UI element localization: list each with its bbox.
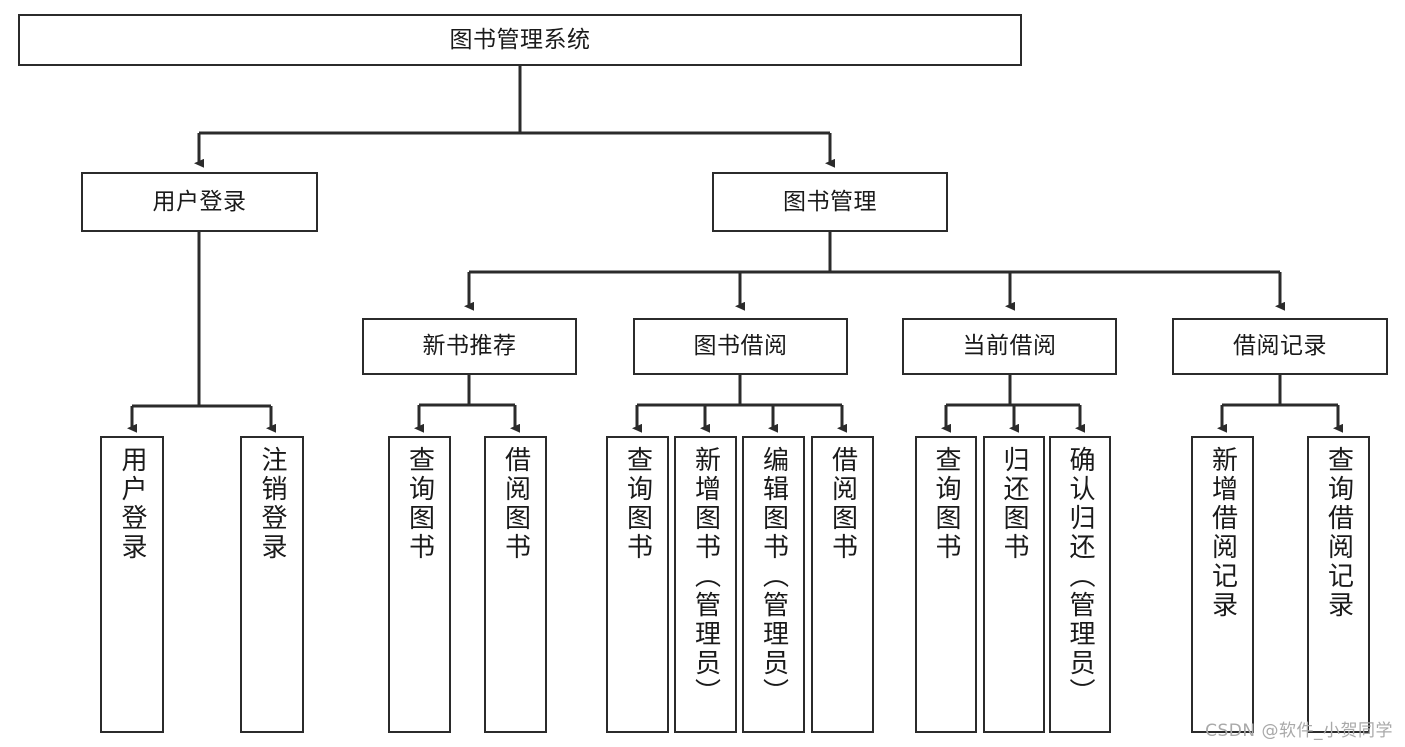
- node-label: 查询图书: [931, 446, 961, 562]
- node-label: 图书借阅: [693, 333, 788, 360]
- node-label: 新增图书（管理员）: [690, 446, 721, 707]
- node-root-book-management-system[interactable]: 图书管理系统: [18, 14, 1022, 66]
- node-label: 查询借阅记录: [1323, 446, 1354, 620]
- node-label: 借阅图书: [500, 446, 531, 562]
- leaf-query-book-borrow[interactable]: 查询图书: [606, 436, 669, 733]
- node-label: 借阅图书: [827, 446, 858, 562]
- leaf-query-book-recommend[interactable]: 查询图书: [388, 436, 451, 733]
- node-label: 新书推荐: [422, 333, 517, 360]
- node-label: 查询图书: [622, 446, 653, 562]
- node-book-management[interactable]: 图书管理: [712, 172, 948, 232]
- leaf-edit-book-admin[interactable]: 编辑图书（管理员）: [742, 436, 805, 733]
- leaf-logout-login[interactable]: 注销登录: [240, 436, 304, 733]
- node-label: 用户登录: [117, 446, 147, 562]
- node-label: 图书管理系统: [449, 26, 591, 53]
- node-book-borrow[interactable]: 图书借阅: [633, 318, 848, 375]
- csdn-watermark: CSDN @软件_小贺同学: [1205, 721, 1393, 741]
- node-label: 当前借阅: [962, 333, 1057, 360]
- node-current-borrow[interactable]: 当前借阅: [902, 318, 1117, 375]
- node-label: 图书管理: [783, 188, 877, 215]
- node-label: 查询图书: [404, 446, 435, 562]
- leaf-query-book-current[interactable]: 查询图书: [915, 436, 977, 733]
- leaf-query-borrow-record[interactable]: 查询借阅记录: [1307, 436, 1370, 733]
- leaf-return-book[interactable]: 归还图书: [983, 436, 1045, 733]
- node-new-book-recommend[interactable]: 新书推荐: [362, 318, 577, 375]
- node-user-login[interactable]: 用户登录: [81, 172, 318, 232]
- leaf-borrow-book-recommend[interactable]: 借阅图书: [484, 436, 547, 733]
- node-borrow-record[interactable]: 借阅记录: [1172, 318, 1388, 375]
- node-label: 新增借阅记录: [1207, 446, 1238, 620]
- leaf-borrow-book[interactable]: 借阅图书: [811, 436, 874, 733]
- node-label: 归还图书: [999, 446, 1029, 562]
- node-label: 编辑图书（管理员）: [758, 446, 789, 707]
- node-label: 借阅记录: [1233, 333, 1327, 360]
- node-label: 用户登录: [152, 188, 247, 215]
- leaf-user-login[interactable]: 用户登录: [100, 436, 164, 733]
- node-label: 注销登录: [257, 446, 287, 562]
- leaf-confirm-return-admin[interactable]: 确认归还（管理员）: [1049, 436, 1111, 733]
- node-label: 确认归还（管理员）: [1065, 446, 1095, 707]
- leaf-add-borrow-record[interactable]: 新增借阅记录: [1191, 436, 1254, 733]
- leaf-add-book-admin[interactable]: 新增图书（管理员）: [674, 436, 737, 733]
